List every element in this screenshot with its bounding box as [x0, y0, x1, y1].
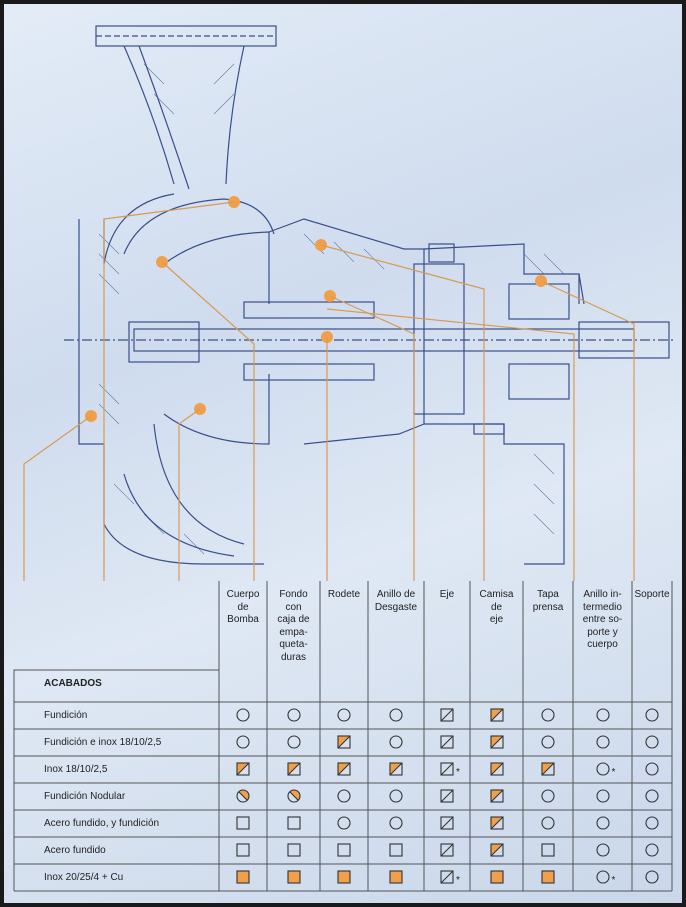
square-symbol [389, 843, 403, 857]
circle-symbol [595, 843, 610, 857]
filled-symbol [489, 870, 504, 884]
circle-symbol [645, 816, 659, 830]
circle-symbol [541, 816, 555, 830]
asterisk-note: * [611, 767, 616, 778]
diag-symbol [440, 708, 454, 722]
circle-symbol [337, 789, 351, 803]
asterisk-note: * [611, 875, 616, 886]
circle-symbol [645, 708, 659, 722]
row-label: Acero fundido, y fundición [44, 818, 160, 829]
filled-symbol [389, 870, 403, 884]
diag-symbol [440, 870, 454, 884]
circle-symbol [541, 708, 555, 722]
circle-symbol [645, 762, 659, 776]
circle-symbol [595, 789, 610, 803]
circle-half-symbol [236, 789, 250, 803]
diag-half-symbol [389, 762, 403, 776]
diag-half-symbol [489, 816, 504, 830]
circle-symbol [389, 735, 403, 749]
square-symbol [236, 816, 250, 830]
diag-symbol [440, 816, 454, 830]
row-label: Inox 18/10/2,5 [44, 764, 108, 775]
diag-symbol [440, 843, 454, 857]
circle-symbol [595, 762, 610, 776]
circle-symbol [286, 708, 301, 722]
circle-symbol [645, 789, 659, 803]
column-header: Anillo de Desgaste [374, 589, 418, 613]
diag-symbol [440, 735, 454, 749]
diag-half-symbol [236, 762, 250, 776]
column-header: Eje [439, 589, 455, 600]
square-symbol [337, 843, 351, 857]
row-label: Inox 20/25/4 + Cu [44, 872, 124, 883]
column-header: Camisa de eje [479, 589, 514, 625]
row-label: Fundición e inox 18/10/2,5 [44, 737, 162, 748]
diag-half-symbol [489, 762, 504, 776]
column-header: Tapa prensa [532, 589, 564, 613]
asterisk-note: * [456, 875, 460, 886]
circle-symbol [645, 843, 659, 857]
diag-half-symbol [489, 735, 504, 749]
circle-symbol [286, 735, 301, 749]
circle-symbol [595, 708, 610, 722]
diag-half-symbol [489, 843, 504, 857]
materials-table [13, 581, 673, 892]
square-symbol [236, 843, 250, 857]
column-header: Rodete [327, 589, 361, 600]
circle-symbol [541, 789, 555, 803]
circle-symbol [389, 708, 403, 722]
circle-symbol [595, 816, 610, 830]
diag-half-symbol [541, 762, 555, 776]
circle-symbol [236, 708, 250, 722]
circle-symbol [389, 816, 403, 830]
diag-symbol [440, 762, 454, 776]
circle-symbol [337, 708, 351, 722]
table-corner-label: ACABADOS [44, 678, 102, 689]
diag-half-symbol [286, 762, 301, 776]
square-symbol [286, 843, 301, 857]
filled-symbol [337, 870, 351, 884]
column-header: Soporte [634, 589, 670, 600]
column-header: Anillo in- termedio entre so- porte y cu… [582, 589, 623, 650]
circle-symbol [337, 816, 351, 830]
square-symbol [286, 816, 301, 830]
circle-symbol [236, 735, 250, 749]
row-label: Fundición Nodular [44, 791, 126, 802]
filled-symbol [541, 870, 555, 884]
circle-symbol [389, 789, 403, 803]
column-header: Fondo con caja de empa- queta- duras [277, 589, 310, 663]
diag-half-symbol [337, 762, 351, 776]
column-header: Cuerpo de Bomba [226, 589, 260, 625]
filled-symbol [236, 870, 250, 884]
circle-symbol [645, 870, 659, 884]
filled-symbol [286, 870, 301, 884]
pump-cross-section-drawing [23, 25, 674, 581]
circle-symbol [541, 735, 555, 749]
row-label: Acero fundido [44, 845, 106, 856]
circle-symbol [595, 870, 610, 884]
table-content: ACABADOS Cuerpo de Bomba Fondo con caja d… [4, 581, 682, 903]
circle-symbol [645, 735, 659, 749]
square-symbol [541, 843, 555, 857]
page: ACABADOS Cuerpo de Bomba Fondo con caja d… [4, 4, 682, 903]
row-label: Fundición [44, 710, 88, 721]
circle-symbol [595, 735, 610, 749]
diag-half-symbol [489, 789, 504, 803]
diag-half-symbol [337, 735, 351, 749]
circle-half-symbol [286, 789, 301, 803]
diag-half-symbol [489, 708, 504, 722]
asterisk-note: * [456, 767, 460, 778]
diag-symbol [440, 789, 454, 803]
